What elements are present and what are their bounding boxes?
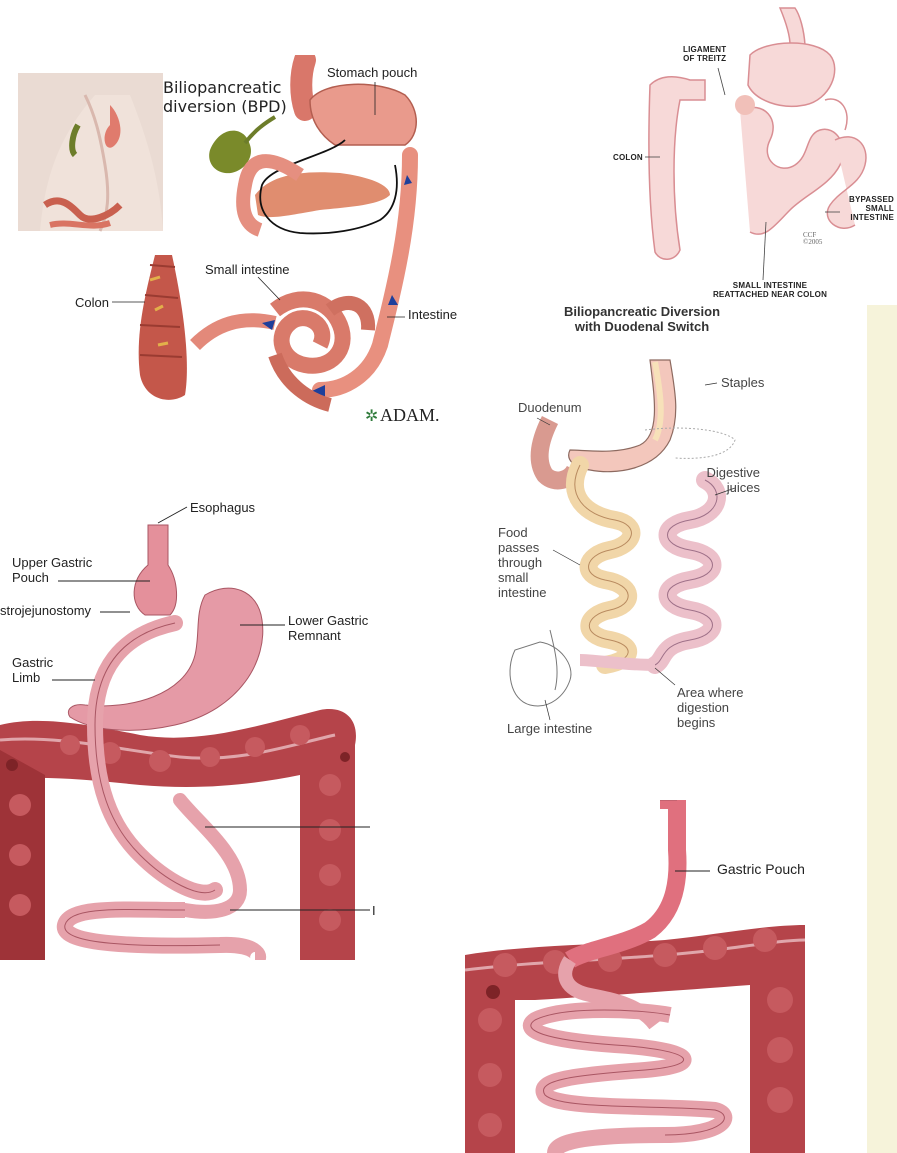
esophagus-label: Esophagus xyxy=(190,500,255,515)
rny-diagram: Esophagus Upper Gastric Pouch strojejuno… xyxy=(0,495,380,960)
bpd-title: Biliopancreatic diversion (BPD) xyxy=(163,78,287,116)
sleeve-diagram: Gastric Pouch xyxy=(465,800,820,1153)
duodenum-label: Duodenum xyxy=(518,400,582,415)
duodenal-switch-diagram: Biliopancreatic Diversion with Duodenal … xyxy=(495,300,795,750)
small-intestine-label: Small intestine xyxy=(205,262,290,277)
gastrojejunostomy-label: strojejunostomy xyxy=(0,603,91,618)
bypassed-small-intestine-label: BYPASSED SMALL INTESTINE xyxy=(840,195,894,222)
gastric-limb-label: Gastric Limb xyxy=(12,655,53,685)
ccf-colon-label: COLON xyxy=(613,153,643,162)
ccf-watermark: CCF ©2005 xyxy=(803,232,822,246)
stomach-pouch-label: Stomach pouch xyxy=(327,65,417,80)
sleeve-illustration xyxy=(465,800,820,1153)
digestive-juices-label: Digestive juices xyxy=(690,465,760,495)
ligament-of-treitz-label: LIGAMENT OF TREITZ xyxy=(683,45,726,63)
large-intestine-label: Large intestine xyxy=(507,721,592,736)
staples-label: Staples xyxy=(721,375,764,390)
gastric-pouch-label: Gastric Pouch xyxy=(717,862,805,877)
truncated-label: I xyxy=(372,903,376,918)
colon-label: Colon xyxy=(75,295,109,310)
duodenal-switch-title: Biliopancreatic Diversion with Duodenal … xyxy=(547,304,737,334)
bpd-diagram: ✲ Biliopancreatic diversion (BPD) Stomac… xyxy=(0,55,470,425)
adam-logo: ADAM. xyxy=(380,405,440,425)
reattached-label: SMALL INTESTINE REATTACHED NEAR COLON xyxy=(705,281,835,299)
side-strip xyxy=(867,305,897,1153)
area-where-digestion-label: Area where digestion begins xyxy=(677,685,743,730)
upper-gastric-pouch-label: Upper Gastric Pouch xyxy=(12,555,92,585)
ccf-diagram: LIGAMENT OF TREITZ COLON BYPASSED SMALL … xyxy=(590,0,897,300)
leaf-icon: ✲ xyxy=(365,406,378,425)
food-passes-label: Food passes through small intestine xyxy=(498,525,546,600)
lower-gastric-remnant-label: Lower Gastric Remnant xyxy=(288,613,368,643)
intestine-label: Intestine xyxy=(408,307,457,322)
ccf-illustration xyxy=(590,0,897,300)
